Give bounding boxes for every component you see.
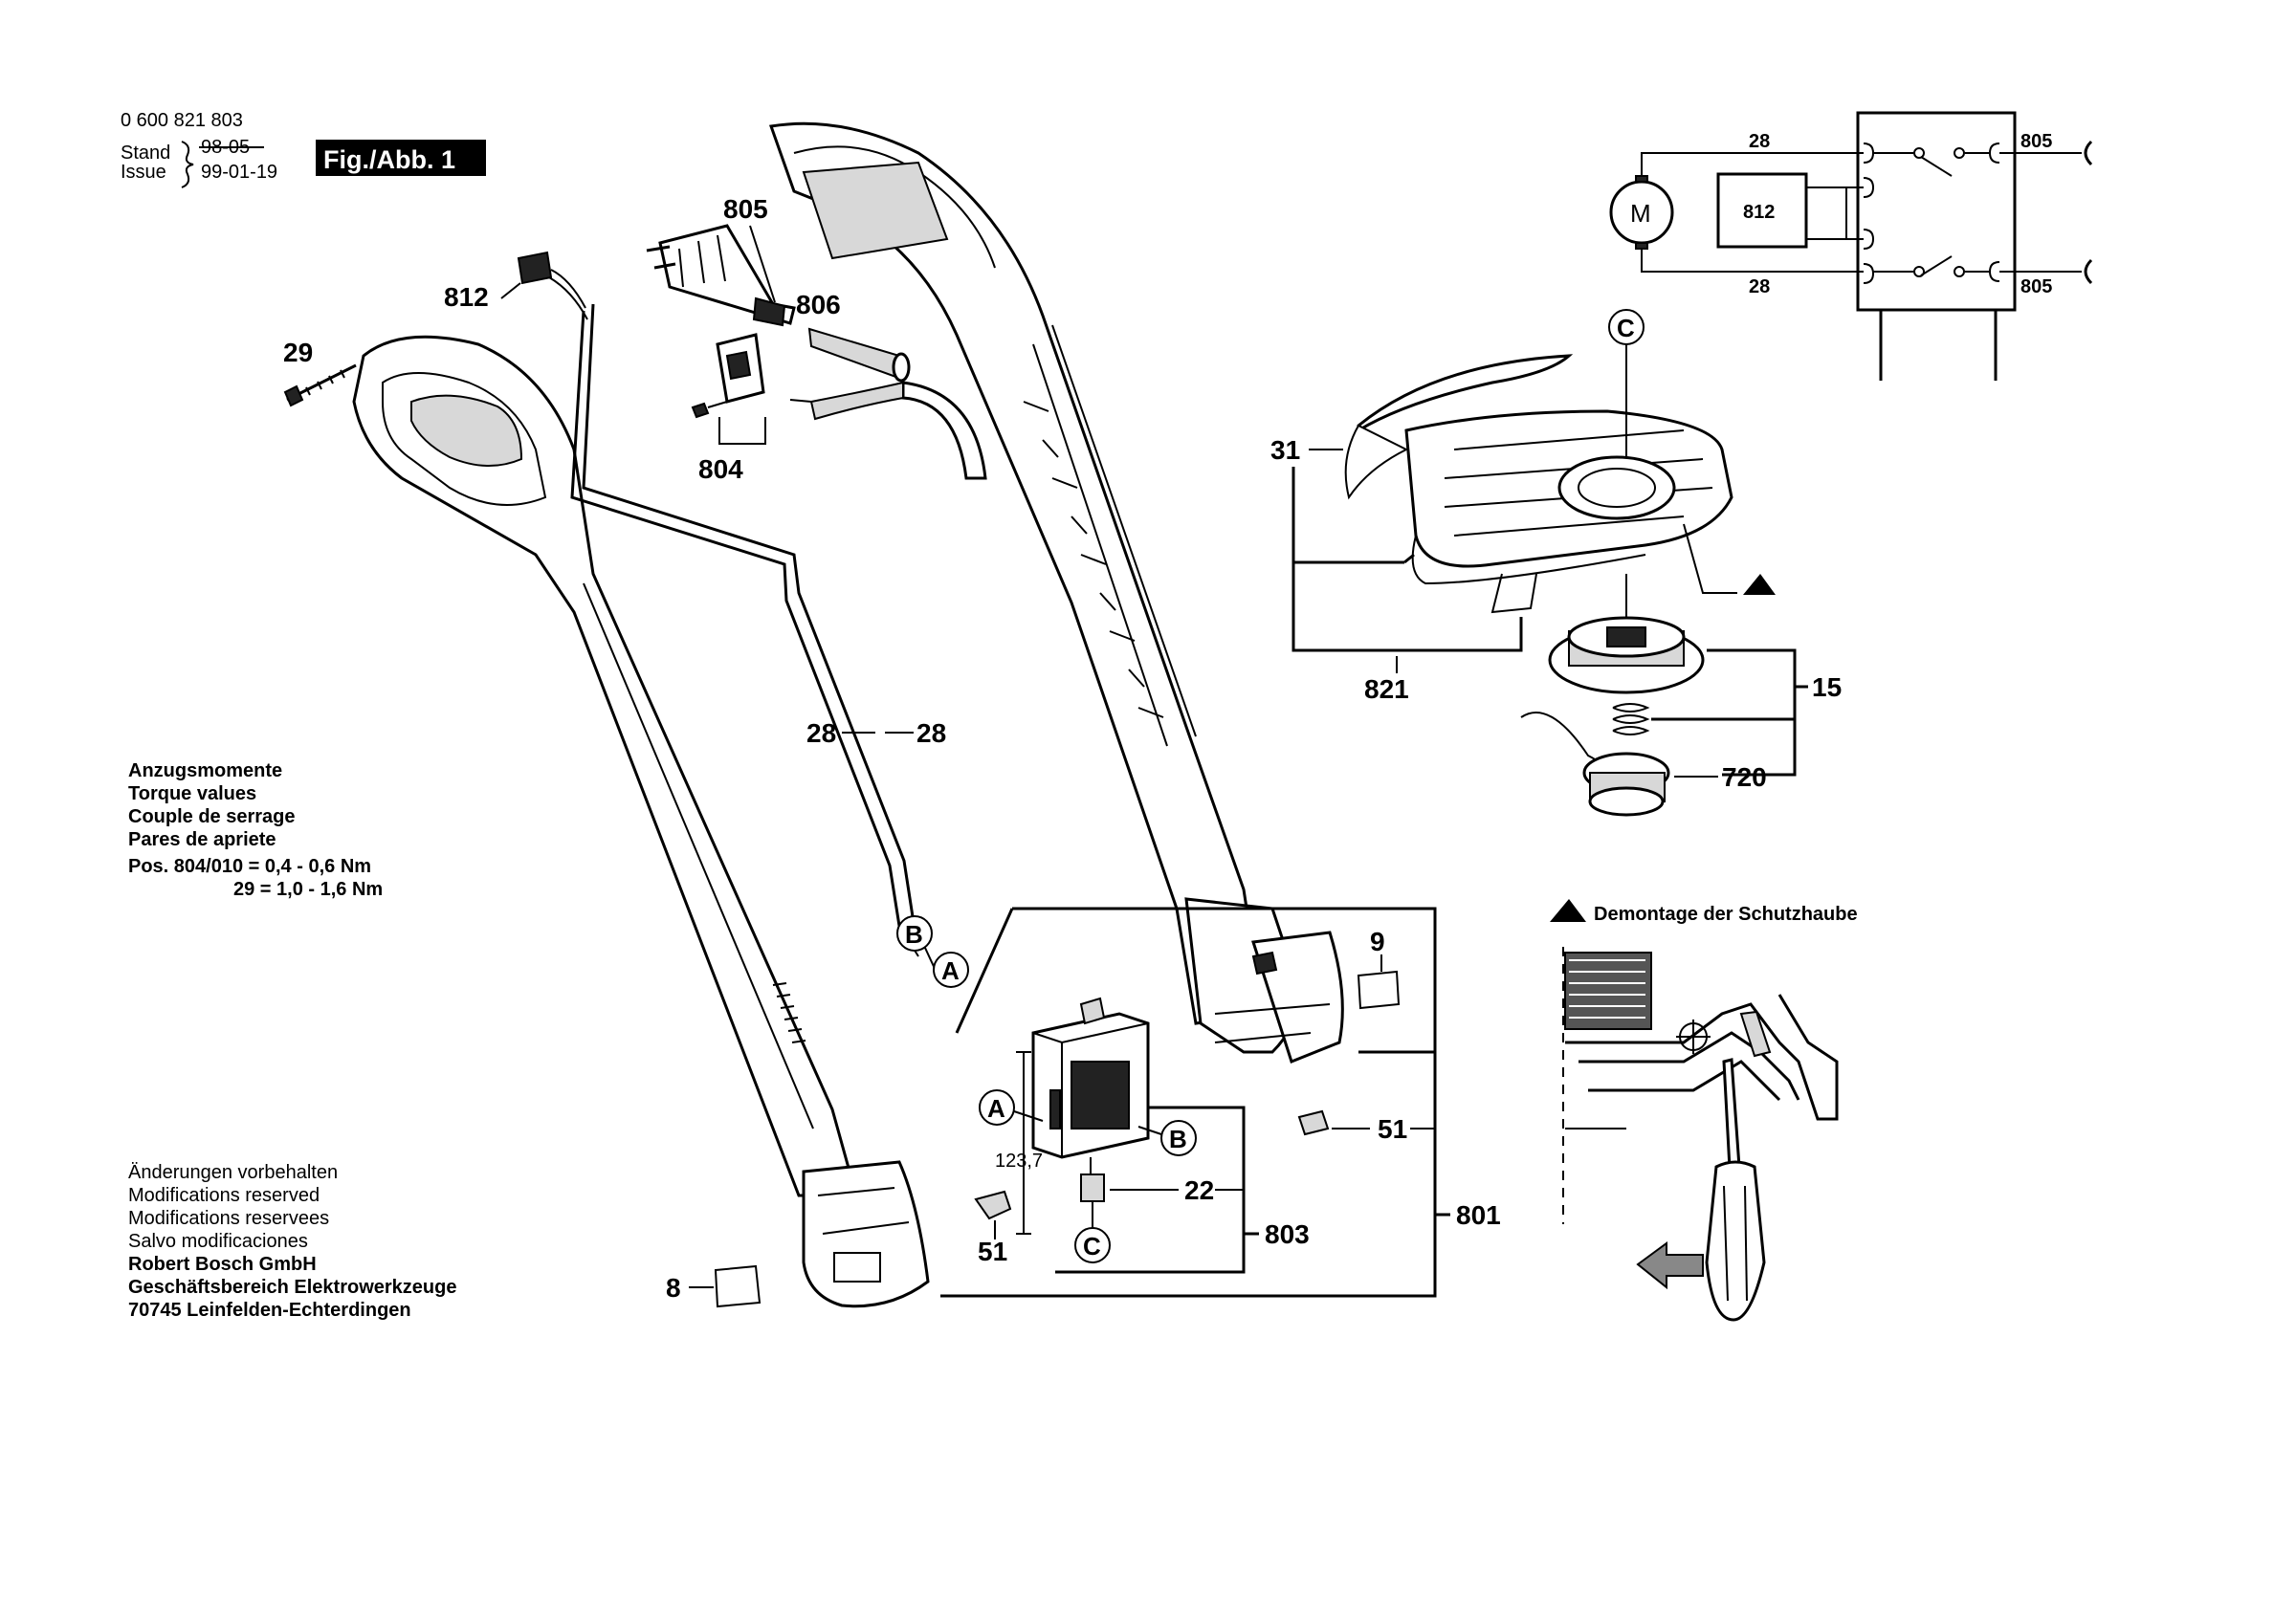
stand-label: Stand (121, 143, 170, 164)
part-label-28-left: 28 (806, 718, 836, 748)
header-block: 0 600 821 803 Stand 98-05 Issue 99-01-19… (121, 110, 486, 188)
wiring-label-28-bottom: 28 (1749, 276, 1770, 297)
triangle-icon (1550, 899, 1586, 922)
wiring-label-28-top: 28 (1749, 131, 1770, 152)
document-number: 0 600 821 803 (121, 110, 243, 131)
marker-a-cable: A (941, 956, 960, 985)
note-de: Änderungen vorbehalten (128, 1162, 338, 1183)
right-housing-shell (768, 121, 1344, 1064)
company-division: Geschäftsbereich Elektrowerkzeuge (128, 1277, 456, 1298)
issue-label: Issue (121, 162, 166, 183)
grip-ridges (772, 982, 806, 1043)
motor (1031, 997, 1150, 1159)
part-51-left: 51 (974, 1190, 1012, 1266)
torque-values: Anzugsmomente Torque values Couple de se… (128, 760, 383, 900)
cable-28: 28 28 (570, 303, 946, 927)
housing-ribs (1023, 401, 1164, 718)
part-label-9: 9 (1370, 927, 1385, 956)
wiring-label-805-bottom: 805 (2020, 276, 2052, 297)
part-51-right: 51 (1297, 1109, 1435, 1144)
motor-markers: A B C (979, 1089, 1197, 1263)
guard-821: C 31 821 (1270, 309, 1776, 704)
note-fr: Modifications reservees (128, 1208, 329, 1229)
screw-29: 29 (283, 338, 357, 407)
company-name: Robert Bosch GmbH (128, 1254, 317, 1275)
part-label-801: 801 (1456, 1200, 1501, 1230)
part-label-31: 31 (1270, 435, 1300, 465)
part-label-804: 804 (698, 454, 743, 484)
demontage-title: Demontage der Schutzhaube (1594, 904, 1858, 925)
part-label-812: 812 (444, 282, 489, 312)
note-en: Modifications reserved (128, 1185, 320, 1206)
torque-line-en: Torque values (128, 783, 256, 804)
footer-notes: Änderungen vorbehalten Modifications res… (128, 1162, 456, 1321)
part-label-29: 29 (283, 338, 313, 367)
torque-line-fr: Couple de serrage (128, 806, 296, 827)
torque-pos-804: Pos. 804/010 = 0,4 - 0,6 Nm (128, 856, 371, 877)
figure-label: Fig./Abb. 1 (323, 145, 455, 174)
note-es: Salvo modificaciones (128, 1231, 308, 1252)
part-label-22: 22 (1184, 1175, 1214, 1205)
dimension-123-7: 123,7 (995, 1051, 1043, 1235)
marker-b-cable: B (905, 920, 923, 949)
left-housing-shell (352, 335, 930, 1308)
figure-label-box (316, 140, 486, 176)
spool-assembly: 15 720 (1520, 574, 1842, 817)
strain-relief-cable (789, 381, 987, 480)
marker-a-motor: A (987, 1094, 1005, 1123)
marker-c-motor: C (1083, 1232, 1101, 1261)
arrow-left-icon (1636, 1241, 1704, 1290)
assembly-frame-801: 801 (940, 907, 1501, 1298)
module-812: 812 (444, 251, 588, 320)
torque-line-es: Pares de apriete (128, 829, 276, 850)
switch-804: 804 (691, 333, 766, 484)
dimension-label: 123,7 (995, 1151, 1043, 1172)
wiring-diagram: 28 28 M 812 805 805 (1609, 111, 2093, 381)
brush-22: 22 (1080, 1157, 1244, 1205)
part-label-51-right: 51 (1378, 1114, 1407, 1144)
company-address: 70745 Leinfelden-Echterdingen (128, 1300, 411, 1321)
part-label-805: 805 (723, 194, 768, 224)
cable-end-markers: B A (896, 915, 969, 988)
part-label-8: 8 (666, 1273, 681, 1303)
torque-line-de: Anzugsmomente (128, 760, 282, 781)
part-label-720: 720 (1722, 762, 1767, 792)
part-label-51-left: 51 (978, 1237, 1007, 1266)
triangle-icon (1743, 574, 1776, 595)
part-label-15: 15 (1812, 672, 1842, 702)
module-symbol-label: 812 (1743, 202, 1775, 223)
label-plate-8: 8 (666, 1264, 762, 1308)
demontage-detail: Demontage der Schutzhaube (1550, 899, 1858, 1322)
marker-b-motor: B (1169, 1125, 1187, 1153)
label-plate-9: 9 (1357, 927, 1401, 1010)
motor-symbol-label: M (1630, 199, 1651, 228)
part-label-28-right: 28 (916, 718, 946, 748)
part-label-821: 821 (1364, 674, 1409, 704)
grommet-806: 806 (796, 290, 911, 383)
part-label-806: 806 (796, 290, 841, 319)
wiring-label-805-top: 805 (2020, 131, 2052, 152)
part-label-803: 803 (1265, 1219, 1310, 1249)
module-symbol (1716, 172, 1808, 249)
brace (181, 141, 194, 188)
issue-value: 99-01-19 (201, 162, 277, 183)
plug-805: 805 (646, 194, 796, 327)
marker-c-guard: C (1617, 314, 1635, 342)
torque-pos-29: 29 = 1,0 - 1,6 Nm (233, 879, 383, 900)
